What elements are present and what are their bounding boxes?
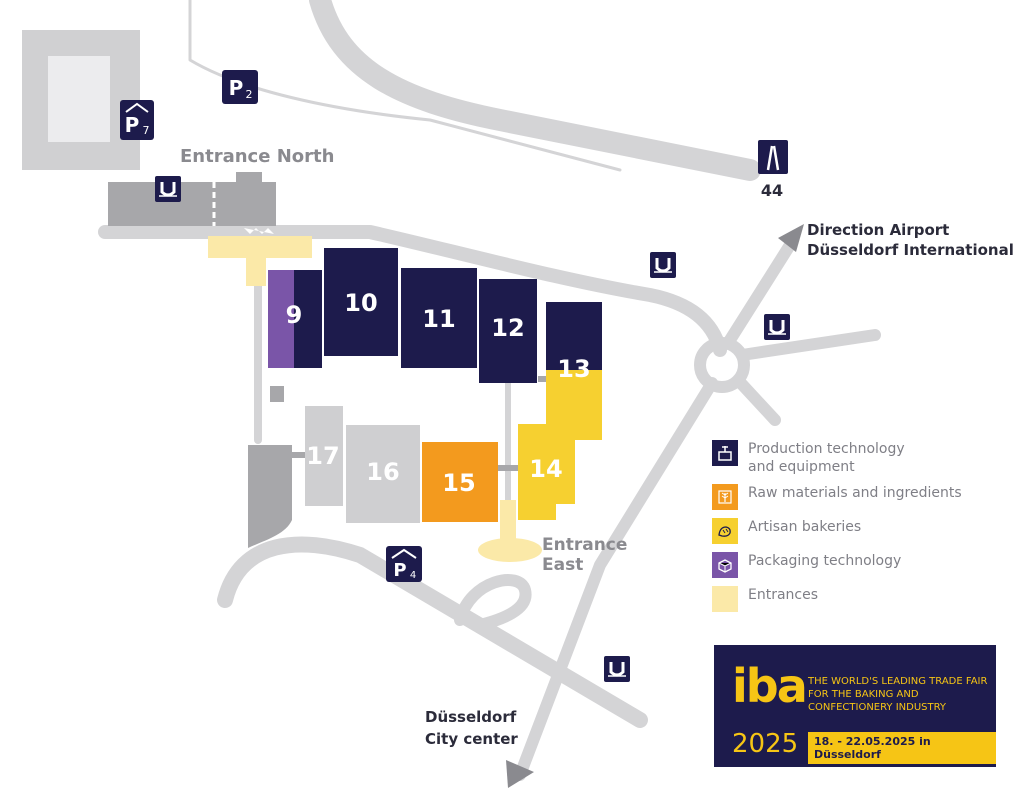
hall-14[interactable] [518,424,575,520]
parking-p4-number: 4 [410,570,416,581]
hall-9[interactable] [294,270,322,368]
road-north-curve [309,0,761,181]
hall-number-9: 9 [286,301,303,329]
legend-label-raw-materials: Raw materials and ingredients [748,485,962,501]
entrance-swatch [712,586,738,612]
hall-number-14: 14 [529,455,562,483]
motorway-number: 44 [761,181,783,200]
parking-sign-p4[interactable]: P 4 [386,546,422,582]
parking-p2-number: 2 [246,88,253,101]
entrances [208,228,542,562]
hall-number-15: 15 [442,469,475,497]
subway-icon-east [650,252,676,278]
legend-item-artisan: Artisan bakeries [712,518,1012,544]
hall-15[interactable] [422,442,498,522]
hall-number-16: 16 [366,458,399,486]
label-entrance-north: Entrance North [180,146,334,167]
small-building [270,386,284,402]
road-roundabout-east [736,329,881,361]
wheat-icon [712,484,738,510]
hall-12[interactable] [479,279,537,383]
hall-11[interactable] [401,268,477,368]
legend-label-packaging: Packaging technology [748,553,902,569]
hall-13-bottom[interactable] [546,370,602,440]
iba-banner[interactable]: iba THE WORLD'S LEADING TRADE FAIR FOR T… [714,645,996,767]
west-building [248,445,292,548]
hall-10[interactable] [324,248,398,356]
connector-14 [498,465,520,471]
entrance-east-area [478,538,542,562]
arrow-airport [778,224,804,252]
legend-label-production-2: and equipment [748,459,855,475]
svg-text:P: P [393,560,406,581]
halls [268,248,602,523]
hall-number-11: 11 [422,305,455,333]
motorway-icon [758,140,788,174]
hall-16[interactable] [346,425,420,523]
box-icon [712,552,738,578]
parking-sign-p7[interactable]: P 7 [120,100,154,140]
entrance-north-gates [244,228,274,234]
road-main-east [98,225,727,357]
roads [98,0,881,781]
connector-13 [538,376,548,382]
parking-sign-p2[interactable]: P 2 [222,70,258,104]
hall-13-top[interactable] [546,302,602,370]
legend-label-entrances: Entrances [748,587,819,603]
hall-number-13: 13 [557,355,590,383]
road-city-diagonal [514,377,718,781]
hall-number-17: 17 [306,442,339,470]
mixer-icon [712,440,738,466]
label-city-2: City center [425,730,518,748]
hall-9-packaging[interactable] [268,270,296,368]
entrance-east-stem [500,500,516,540]
entrance-north-stem [246,256,266,286]
banner-year: 2025 [732,729,799,759]
legend-item-entrances: Entrances [712,586,1012,612]
svg-text:P: P [229,76,244,100]
legend-item-production: Production technology and equipment [712,440,1012,476]
label-airport-1: Direction Airport [807,221,949,239]
road-airport [724,239,796,346]
label-entrance-east-1: Entrance [542,535,627,555]
legend-item-packaging: Packaging technology [712,552,1012,578]
iba-logo: iba [732,659,808,713]
svg-text:P: P [125,113,140,137]
connector-west [288,452,306,458]
legend-label-artisan: Artisan bakeries [748,519,862,535]
banner-tagline: THE WORLD'S LEADING TRADE FAIR FOR THE B… [808,676,988,713]
legend-label-production-1: Production technology [748,441,905,457]
bread-icon [712,518,738,544]
banner-dates: 18. - 22.05.2025 in Düsseldorf [808,732,996,764]
entrance-north-area [208,236,312,258]
hall-number-12: 12 [491,314,524,342]
roundabout [694,337,750,393]
hall-numbers: 9 10 11 12 13 14 15 16 17 [286,289,591,497]
label-airport-2: Düsseldorf International [807,241,1014,259]
label-entrance-east-2: East [542,555,583,575]
subway-icon-roundabout [764,314,790,340]
hall-17[interactable] [305,406,343,506]
label-city-1: Düsseldorf [425,708,517,726]
road-south-loop [217,536,648,728]
parking-garage-p7-inner [48,56,110,142]
subway-icon-north [155,176,181,202]
entrance-north-tower [236,172,262,192]
arrow-city [506,760,534,788]
subway-icon-south [604,656,630,682]
road-north-inner [188,0,622,172]
grey-buildings [22,30,548,548]
road-roundabout-se [732,374,781,426]
legend: Production technology and equipment Raw m… [712,440,1012,620]
road-east-loop [454,574,532,631]
hall-number-10: 10 [344,289,377,317]
legend-item-raw-materials: Raw materials and ingredients [712,484,1012,510]
parking-p7-number: 7 [143,124,150,137]
